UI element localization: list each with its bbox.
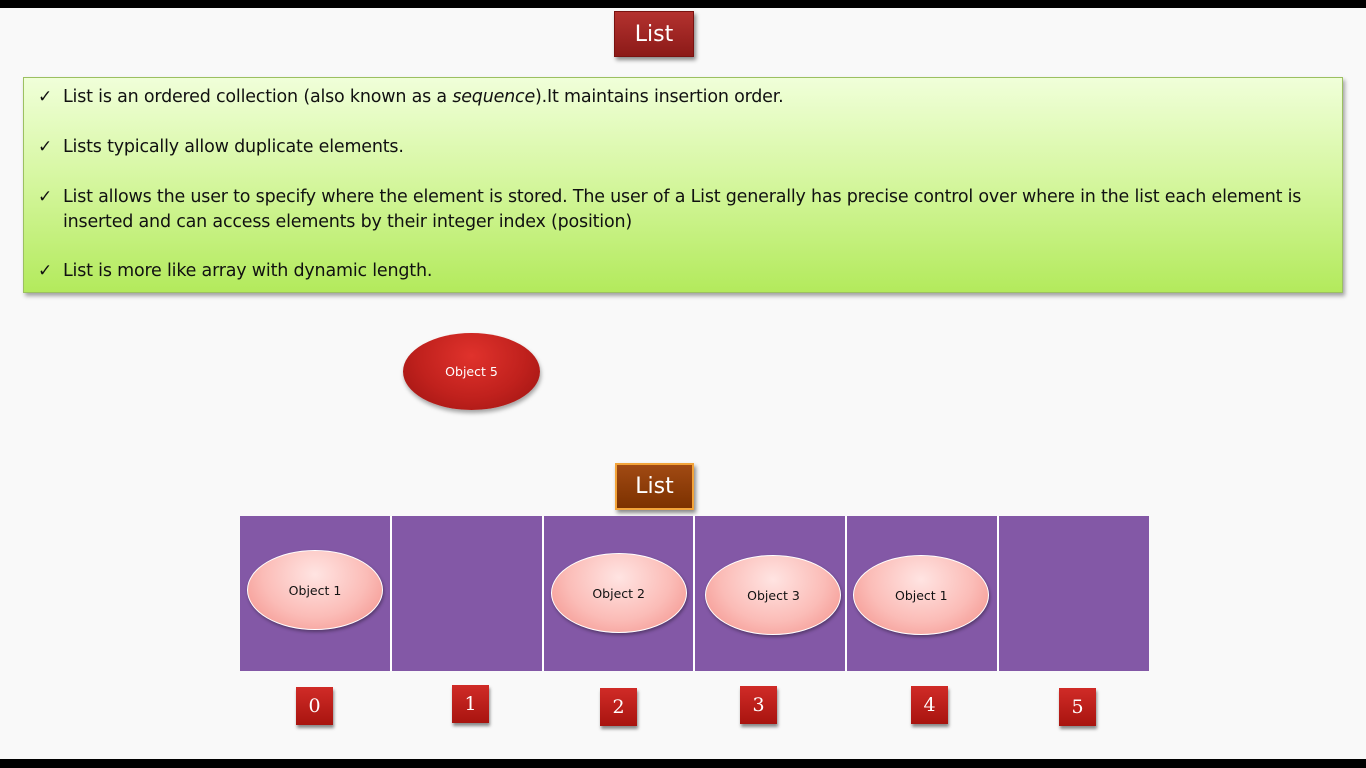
bullet-item: ✓ List is an ordered collection (also kn…: [38, 85, 1318, 110]
bullet-item: ✓ List allows the user to specify where …: [38, 185, 1318, 235]
list-slot: Object 3: [693, 516, 846, 671]
index-box: 4: [911, 686, 948, 724]
bullet-text: Lists typically allow duplicate elements…: [63, 137, 404, 157]
checkmark-icon: ✓: [38, 137, 53, 157]
index-box: 3: [740, 686, 777, 724]
object-node: Object 1: [247, 550, 383, 630]
bullet-item: ✓ Lists typically allow duplicate elemen…: [38, 135, 1318, 160]
object-node: Object 3: [705, 555, 842, 635]
list-slots: Object 1 Object 2 Object 3 Object 1: [240, 516, 1149, 671]
bullet-item: ✓ List is more like array with dynamic l…: [38, 259, 1318, 284]
bullet-text: List is an ordered collection (also know…: [63, 87, 784, 107]
checkmark-icon: ✓: [38, 187, 53, 207]
checkmark-icon: ✓: [38, 87, 53, 107]
list-label: List: [615, 463, 694, 510]
bullet-text: List allows the user to specify where th…: [63, 187, 1302, 232]
top-frame-bar: [0, 0, 1366, 8]
list-slot: Object 1: [845, 516, 998, 671]
list-slot: Object 2: [541, 516, 694, 671]
bullet-panel: ✓ List is an ordered collection (also kn…: [23, 77, 1343, 293]
list-slot: [997, 516, 1149, 671]
index-box: 0: [296, 687, 333, 725]
object-node: Object 2: [550, 553, 687, 633]
list-slot: [389, 516, 542, 671]
index-box: 2: [600, 688, 637, 726]
floating-object-node: Object 5: [403, 333, 540, 410]
page-title: List: [614, 11, 694, 57]
index-box: 5: [1059, 688, 1096, 726]
checkmark-icon: ✓: [38, 261, 53, 281]
bullet-text: List is more like array with dynamic len…: [63, 261, 433, 281]
list-slot: Object 1: [240, 516, 390, 671]
index-box: 1: [452, 685, 489, 723]
bottom-frame-bar: [0, 759, 1366, 768]
object-node: Object 1: [853, 555, 990, 635]
